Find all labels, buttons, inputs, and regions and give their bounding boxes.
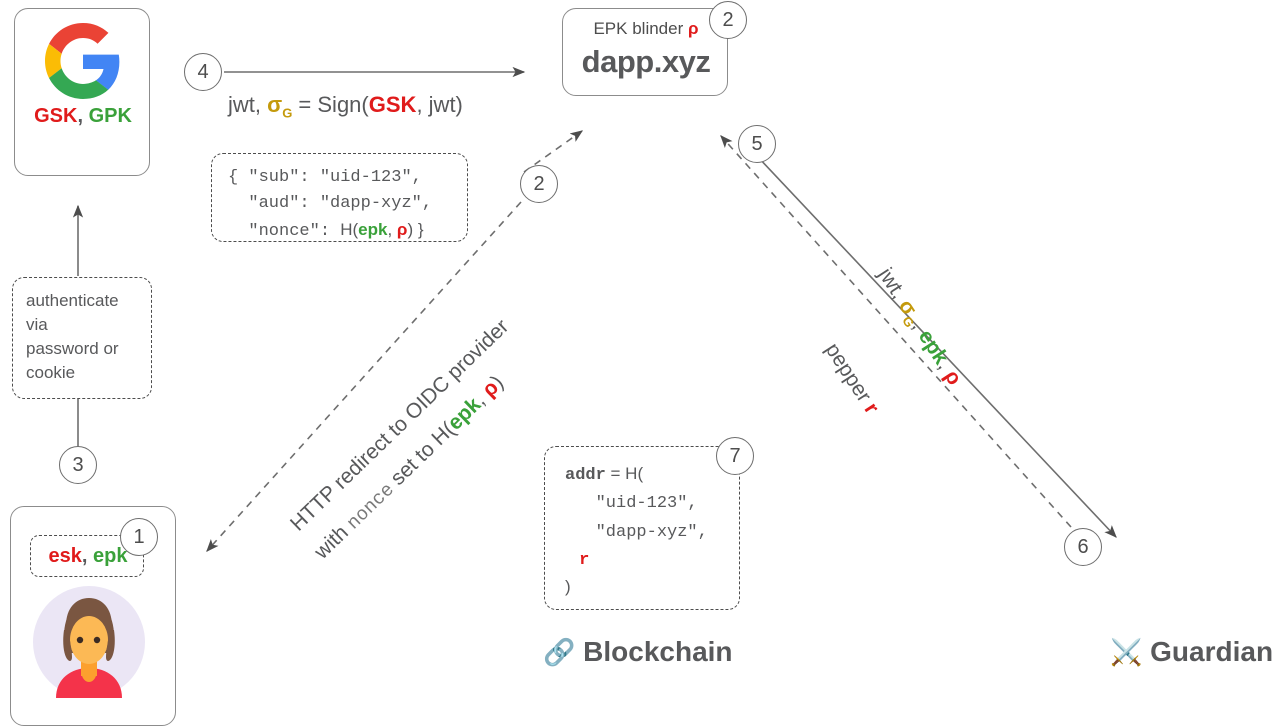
- addr-hash-close: ): [565, 577, 571, 597]
- step-badge-7: 7: [716, 437, 754, 475]
- guardian-label: Guardian: [1150, 636, 1274, 667]
- addr-uid: "uid-123",: [565, 494, 698, 514]
- edge-step5-solid: [756, 155, 1117, 538]
- json-comma: ,: [387, 219, 397, 239]
- epk-label: epk: [93, 545, 128, 567]
- addr-pepper: r: [579, 551, 590, 571]
- blockchain-caption: 🔗 Blockchain: [543, 636, 733, 668]
- jwt-suffix: , jwt): [416, 92, 463, 117]
- esk-label: esk: [48, 545, 82, 567]
- google-provider-box: GSK, GPK: [14, 8, 150, 176]
- step-badge-6: 6: [1064, 528, 1102, 566]
- blockchain-label: Blockchain: [583, 636, 733, 667]
- dapp-box: EPK blinder ρ dapp.xyz: [562, 8, 728, 96]
- step-badge-2-dapp: 2: [709, 1, 747, 39]
- gsk-ref: GSK: [368, 92, 417, 117]
- ephemeral-keys-label: esk, epk: [31, 545, 145, 568]
- jwt-payload-text: { "sub": "uid-123", "aud": "dapp-xyz", "…: [228, 165, 432, 244]
- json-nonce-key: "nonce":: [228, 221, 341, 241]
- dapp-name-label: dapp.xyz: [581, 44, 711, 79]
- json-aud-val: "dapp-xyz",: [319, 193, 433, 213]
- chain-link-icon: 🔗: [543, 637, 576, 667]
- step-badge-5: 5: [738, 125, 776, 163]
- crossed-swords-icon: ⚔️: [1110, 637, 1143, 667]
- step-badge-2-edge: 2: [520, 165, 558, 203]
- esk-separator: ,: [81, 545, 94, 567]
- google-g-logo-icon: [45, 23, 120, 99]
- sigma-g-symbol: σG: [267, 92, 293, 121]
- blockchain-address-text: addr = H( "uid-123", "dapp-xyz", r ): [565, 461, 708, 601]
- ephemeral-keys-box: esk, epk: [30, 535, 144, 577]
- step-badge-1: 1: [120, 518, 158, 556]
- jwt-payload-box: { "sub": "uid-123", "aud": "dapp-xyz", "…: [211, 153, 468, 242]
- google-keys-label: GSK, GPK: [15, 105, 151, 128]
- jwt-equals: = Sign(: [292, 92, 369, 117]
- addr-keyword: addr: [565, 466, 606, 485]
- epk-blinder-label: EPK blinder ρ: [563, 19, 729, 39]
- json-epk: epk: [358, 219, 388, 239]
- step-badge-3: 3: [59, 446, 97, 484]
- woman-avatar-icon: [33, 586, 145, 698]
- authenticate-text: authenticate via password or cookie: [26, 291, 119, 383]
- addr-aud: "dapp-xyz",: [565, 522, 708, 542]
- edge-step2-lower: [206, 201, 522, 552]
- json-sub-val: "uid-123",: [319, 168, 422, 187]
- guardian-caption: ⚔️ Guardian: [1110, 636, 1273, 668]
- json-aud-key: "aud":: [228, 193, 320, 213]
- blockchain-address-box: addr = H( "uid-123", "dapp-xyz", r ): [544, 446, 740, 610]
- json-rho: ρ: [396, 219, 408, 239]
- keys-separator: ,: [77, 105, 89, 127]
- authenticate-box: authenticate via password or cookie: [12, 277, 152, 399]
- epk-blinder-text: EPK blinder: [593, 19, 684, 38]
- edge-step6-dashed: [720, 135, 1072, 528]
- jwt-prefix: jwt,: [228, 92, 268, 117]
- jwt-signature-label: jwt, σG = Sign(GSK, jwt): [228, 92, 463, 120]
- step-badge-4: 4: [184, 53, 222, 91]
- json-sub-key: { "sub":: [228, 168, 320, 187]
- json-hash-open: H(: [340, 219, 359, 239]
- rho-symbol: ρ: [687, 19, 699, 38]
- json-hash-close: ) }: [407, 219, 424, 239]
- addr-hash-open: = H(: [605, 464, 644, 483]
- gpk-label: GPK: [88, 105, 132, 127]
- gsk-label: GSK: [34, 105, 78, 127]
